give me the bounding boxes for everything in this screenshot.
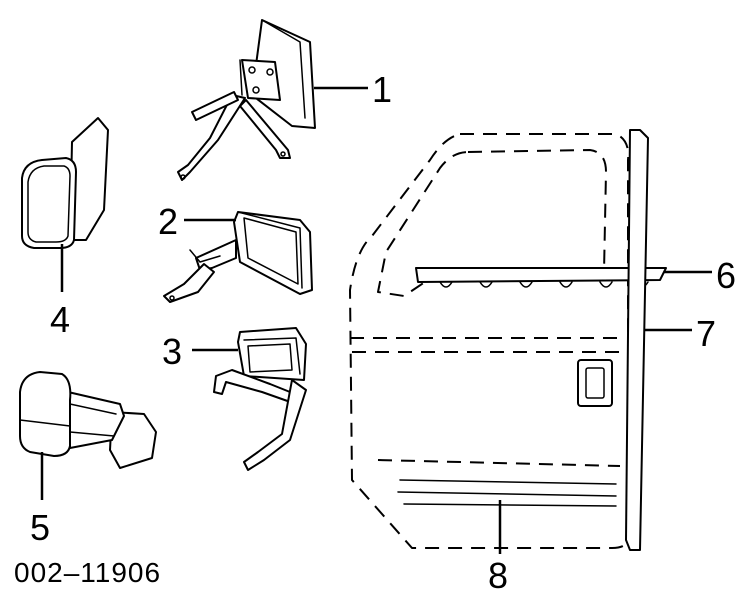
callout-1: 1 <box>372 69 392 110</box>
callout-7: 7 <box>696 313 716 354</box>
callout-4: 4 <box>50 299 70 340</box>
callout-5: 5 <box>30 507 50 548</box>
door-outline <box>349 133 630 549</box>
part-5-towing-mirror <box>19 371 157 469</box>
part-4-round-mirror <box>21 117 109 249</box>
callout-3: 3 <box>162 331 182 372</box>
part-1-mirror-bracket <box>177 19 316 181</box>
part-2-box-mirror <box>163 211 313 303</box>
callout-6: 6 <box>716 255 736 296</box>
door-handle <box>577 359 613 407</box>
part-3-mirror-u-bracket <box>213 327 307 471</box>
part-6-belt-weatherstrip <box>415 267 667 288</box>
part-7-door-weatherstrip <box>625 129 649 551</box>
callout-8: 8 <box>488 555 508 596</box>
callout-2: 2 <box>158 201 178 242</box>
reference-code: 002–11906 <box>14 557 161 588</box>
